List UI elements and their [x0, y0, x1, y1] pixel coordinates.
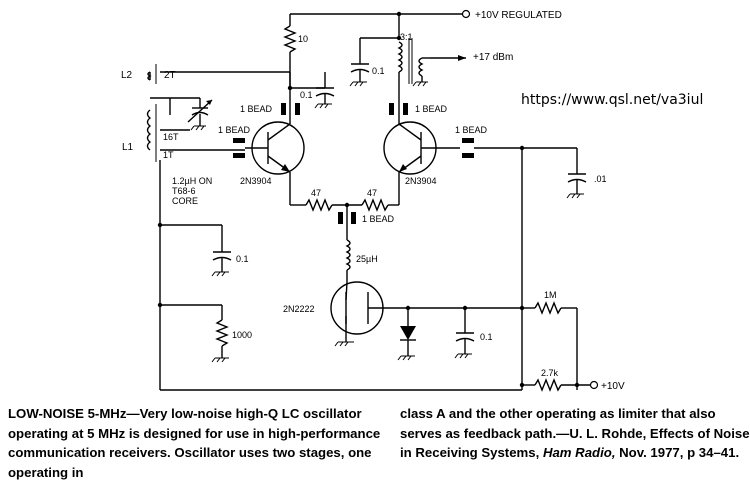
coil-l1-label: L1: [122, 142, 134, 153]
bead-q1-collector: [281, 103, 300, 115]
caption-left-column: LOW-NOISE 5-MHz—Very low-noise high-Q LC…: [8, 404, 388, 482]
resistor-1000-label: 1000: [232, 330, 252, 340]
resistor-1m-label: 1M: [544, 290, 557, 300]
supply-rail-top: [290, 9, 471, 19]
bead-q1-collector-label: 1 BEAD: [240, 104, 273, 114]
transistor-q3: [330, 281, 522, 347]
caption-left-body: Very low-noise high-Q LC oscillator oper…: [8, 406, 381, 480]
bead-q2-collector: [389, 103, 408, 115]
transistor-q3-label: 2N2222: [283, 304, 315, 314]
inductor-note-line3: CORE: [172, 196, 198, 206]
coil-l1: [146, 97, 245, 390]
resistor-1m: [519, 301, 578, 390]
resistor-47-right-label: 47: [367, 188, 377, 198]
inductor-note-line2: T68-6: [172, 186, 196, 196]
transistor-q2: [383, 121, 460, 205]
bead-q2-base-label: 1 BEAD: [455, 125, 488, 135]
coil-l2-label: L2: [121, 70, 133, 81]
oscillator-schematic: +10V REGULATED 10 0.1 L2 2T L1: [121, 9, 703, 392]
caption-journal: Ham Radio,: [542, 445, 616, 460]
transformer-label: 3:1: [400, 32, 413, 42]
transistor-q1: [245, 88, 305, 205]
resistor-47-left-label: 47: [311, 188, 321, 198]
capacitor-left-bottom-label: 0.1: [236, 254, 249, 264]
resistor-10-label: 10: [298, 34, 308, 44]
transformer-output: [349, 14, 466, 124]
capacitor-top-right-label: 0.1: [372, 66, 385, 76]
caption-right-body: class A and the other operating as limit…: [400, 406, 750, 460]
inductor-note-line1: 1.2µH ON: [172, 176, 212, 186]
choke-label: 25µH: [356, 254, 378, 264]
caption-title: LOW-NOISE 5-MHz—: [8, 406, 140, 421]
capacitor-top-left: [290, 72, 335, 109]
resistor-1000: [157, 302, 229, 363]
bead-emitter-label: 1 BEAD: [362, 214, 395, 224]
capacitor-right: [566, 148, 587, 199]
output-label: +17 dBm: [473, 52, 513, 63]
capacitor-left-bottom: [157, 222, 232, 277]
capacitor-diode-label: 0.1: [480, 332, 493, 342]
coil-l1-tap: 16T: [163, 132, 179, 142]
bead-emitter: [338, 212, 356, 224]
caption-citation-tail: Nov. 1977, p 34–41.: [615, 445, 740, 460]
bead-q1-base: [233, 138, 245, 158]
supply-bottom-label: +10V: [601, 381, 625, 392]
capacitor-diode: [454, 305, 475, 359]
transistor-q1-label: 2N3904: [240, 176, 272, 186]
caption-right-column: class A and the other operating as limit…: [400, 404, 750, 463]
capacitor-right-label: .01: [594, 174, 607, 184]
source-url: https://www.qsl.net/va3iul: [521, 92, 703, 108]
diode: [397, 305, 416, 361]
coil-l2: [147, 64, 291, 88]
choke-25uh: [345, 239, 351, 282]
bead-q2-collector-label: 1 BEAD: [415, 104, 448, 114]
resistor-2k7-label: 2.7k: [541, 368, 559, 378]
supply-top-label: +10V REGULATED: [475, 10, 562, 21]
feedback-line: [474, 145, 577, 390]
coil-l2-turns: 2T: [164, 70, 176, 81]
capacitor-top-left-label: 0.1: [300, 90, 313, 100]
bottom-rail: [160, 378, 599, 392]
coil-l1-turns: 1T: [163, 150, 174, 160]
bead-q2-base: [462, 138, 474, 158]
emitter-resistors: [290, 198, 399, 240]
variable-capacitor: [170, 97, 213, 131]
caption: LOW-NOISE 5-MHz—Very low-noise high-Q LC…: [8, 404, 750, 488]
bead-q1-base-label: 1 BEAD: [218, 125, 251, 135]
transistor-q2-label: 2N3904: [405, 176, 437, 186]
